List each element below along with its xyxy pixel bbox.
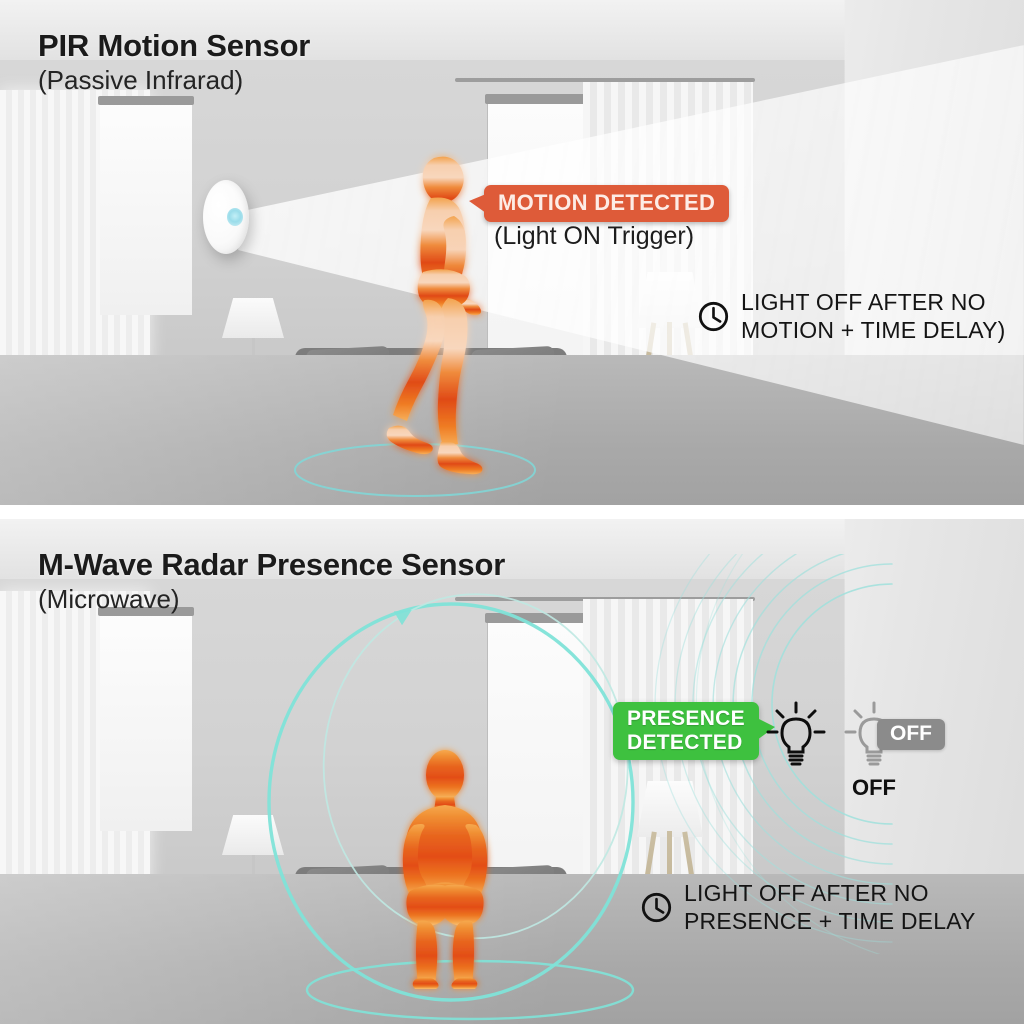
- note-line-1: LIGHT OFF AFTER NO: [741, 289, 986, 315]
- status-badge-presence-detected: PRESENCE DETECTED: [613, 702, 775, 761]
- panel-divider: [0, 505, 1024, 519]
- blind-headrail-door: [485, 94, 586, 104]
- bulb-on-icon: [766, 701, 826, 766]
- pir-lens-icon: [227, 208, 243, 226]
- page-title: PIR Motion Sensor: [38, 28, 311, 63]
- clock-icon: [641, 892, 672, 922]
- window-blind-left: [100, 611, 192, 831]
- note-light-off-radar: LIGHT OFF AFTER NO PRESENCE + TIME DELAY: [640, 879, 976, 935]
- note-text: LIGHT OFF AFTER NO MOTION + TIME DELAY): [741, 288, 1006, 344]
- page-title: M-Wave Radar Presence Sensor: [38, 547, 506, 582]
- badge-tail: [469, 194, 486, 213]
- note-light-off-pir: LIGHT OFF AFTER NO MOTION + TIME DELAY): [697, 288, 1006, 344]
- note-line-2: MOTION + TIME DELAY): [741, 317, 1006, 344]
- note-line-1: LIGHT OFF AFTER NO: [684, 880, 929, 906]
- off-badge: OFF: [877, 719, 945, 750]
- blind-headrail-left: [98, 607, 194, 616]
- status-badge-motion-detected: MOTION DETECTED: [469, 185, 730, 222]
- status-badge-label-line-2: DETECTED: [627, 730, 743, 754]
- pir-sensor[interactable]: [203, 180, 249, 254]
- note-line-2: PRESENCE + TIME DELAY: [684, 908, 976, 935]
- page-subtitle: (Passive Infrarad): [38, 64, 244, 95]
- bulb-indicator-group: OFF OFF: [765, 699, 945, 801]
- window-blind-left: [100, 100, 192, 315]
- note-text: LIGHT OFF AFTER NO PRESENCE + TIME DELAY: [684, 879, 976, 935]
- panel-title-block-radar: M-Wave Radar Presence Sensor (Microwave): [38, 547, 506, 615]
- clock-icon: [698, 301, 729, 331]
- page-subtitle: (Microwave): [38, 583, 180, 614]
- off-label: OFF: [852, 775, 896, 800]
- bulb-cell-off: OFF OFF: [843, 699, 945, 801]
- thermal-figure-seated: [370, 749, 520, 989]
- status-badge-label-line-1: PRESENCE: [627, 707, 745, 730]
- panel-pir-motion-sensor: PIR Motion Sensor (Passive Infrarad) MOT…: [0, 0, 1024, 505]
- bulb-cell-on: [765, 699, 827, 769]
- caption-light-on-trigger: (Light ON Trigger): [494, 222, 695, 250]
- panel-mwave-radar-sensor: M-Wave Radar Presence Sensor (Microwave)…: [0, 519, 1024, 1024]
- panel-title-block-pir: PIR Motion Sensor (Passive Infrarad): [38, 28, 311, 96]
- curtain-rod: [455, 78, 755, 82]
- blind-headrail-left: [98, 96, 194, 105]
- status-badge-label: MOTION DETECTED: [498, 190, 716, 215]
